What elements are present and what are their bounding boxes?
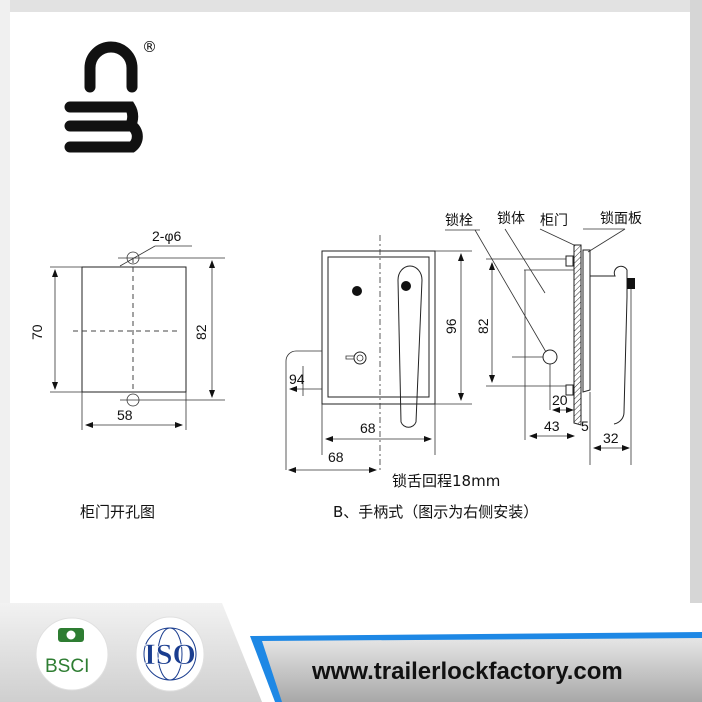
label-lock-body: 锁体 bbox=[497, 211, 525, 227]
brand-logo: ® bbox=[64, 38, 157, 153]
bolt-travel-note: 锁舌回程18mm bbox=[392, 472, 500, 490]
top-border bbox=[0, 0, 702, 12]
iso-label: ISO bbox=[144, 638, 196, 671]
dim-68-upper: 68 bbox=[360, 420, 376, 436]
left-border bbox=[0, 0, 10, 702]
handle-caption: B、手柄式（图示为右侧安装） bbox=[333, 503, 538, 521]
dim-32: 32 bbox=[603, 430, 619, 446]
bolt-circle bbox=[542, 349, 558, 365]
dim-94: 94 bbox=[289, 371, 305, 387]
registered-mark: ® bbox=[142, 38, 157, 56]
cutout-caption: 柜门开孔图 bbox=[80, 503, 155, 521]
dim-58: 58 bbox=[117, 407, 133, 423]
iso-badge: ISO bbox=[135, 616, 205, 692]
label-cabinet-door: 柜门 bbox=[540, 213, 568, 229]
bsci-label: BSCI bbox=[45, 656, 89, 677]
door-cutout-drawing: 2-φ6 70 82 58 柜门开孔图 bbox=[29, 228, 225, 521]
dim-70: 70 bbox=[29, 324, 45, 340]
hole-label: 2-φ6 bbox=[152, 228, 182, 244]
handle-front-view: 94 96 68 68 锁舌回程18mm bbox=[285, 235, 500, 490]
right-border bbox=[690, 0, 702, 702]
dim-43: 43 bbox=[544, 418, 560, 434]
label-lock-panel: 锁面板 bbox=[600, 211, 642, 227]
dim-20: 20 bbox=[552, 392, 568, 408]
dim-68-lower: 68 bbox=[328, 449, 344, 465]
dim-96: 96 bbox=[443, 318, 459, 334]
cutout-rect bbox=[81, 266, 187, 393]
dim-5: 5 bbox=[581, 418, 589, 434]
label-bolt: 锁栓 bbox=[445, 213, 473, 229]
handle-side-view: 82 20 43 5 32 锁栓 锁体 柜门 锁面板 bbox=[445, 211, 642, 465]
footer-banner: BSCI ISO www.trailerlockfactory.com bbox=[0, 603, 702, 702]
dim-82: 82 bbox=[193, 324, 209, 340]
bsci-badge: BSCI bbox=[35, 617, 109, 691]
dim-82-side: 82 bbox=[475, 318, 491, 334]
website-url[interactable]: www.trailerlockfactory.com bbox=[311, 658, 623, 685]
